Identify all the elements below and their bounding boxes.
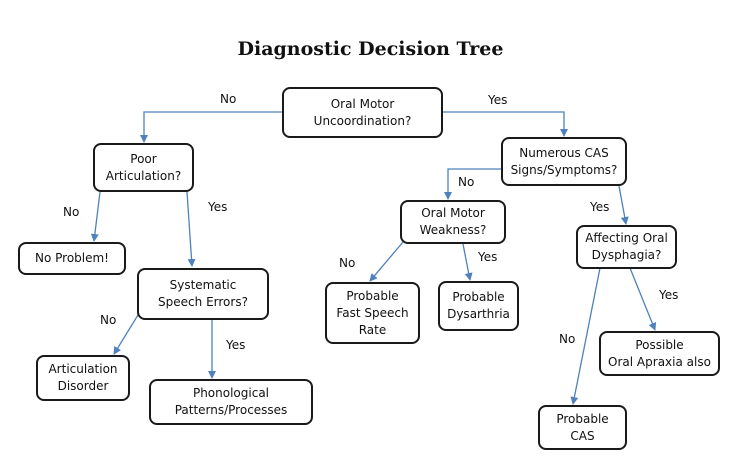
label-weakness-no: No [339,256,356,270]
node-probable-cas: Probable CAS [538,405,627,450]
edge-dysphagia-no [570,267,601,405]
node-possible-oral-apraxia: Possible Oral Apraxia also [599,331,720,376]
label-dysphagia-yes: Yes [659,288,679,302]
label-cas-yes: Yes [590,200,610,214]
label-articulation-yes: Yes [208,200,228,214]
node-oral-motor-weakness: Oral Motor Weakness? [400,200,506,244]
diagram-title: Diagnostic Decision Tree [237,38,504,60]
node-affecting-oral-dysphagia: Affecting Oral Dysphagia? [576,225,677,269]
node-no-problem: No Problem! [18,242,126,275]
node-oral-motor-uncoordination: Oral Motor Uncoordination? [282,87,443,138]
label-root-no: No [220,92,237,106]
edge-cas-yes [618,185,629,225]
label-systematic-no: No [100,313,117,327]
edge-weakness-no [369,241,404,282]
edge-articulation-no [90,191,101,242]
edge-cas-no [444,168,505,200]
label-cas-no: No [458,175,475,189]
edge-weakness-yes [462,243,473,281]
node-poor-articulation: Poor Articulation? [93,143,194,192]
edge-root-yes [443,111,568,137]
node-articulation-disorder: Articulation Disorder [36,355,130,401]
edge-articulation-yes [186,191,196,267]
node-probable-fast-speech-rate: Probable Fast Speech Rate [325,282,420,344]
edge-root-no [140,111,282,143]
edge-systematic-no [113,314,139,355]
label-weakness-yes: Yes [478,250,498,264]
node-phonological-patterns: Phonological Patterns/Processes [149,379,313,425]
edge-dysphagia-yes [629,267,657,331]
node-systematic-speech-errors: Systematic Speech Errors? [137,268,269,320]
label-articulation-no: No [63,205,80,219]
label-root-yes: Yes [488,93,508,107]
label-systematic-yes: Yes [226,338,246,352]
node-numerous-cas-signs: Numerous CAS Signs/Symptoms? [501,137,627,186]
node-probable-dysarthria: Probable Dysarthria [438,281,519,331]
label-dysphagia-no: No [559,332,576,346]
